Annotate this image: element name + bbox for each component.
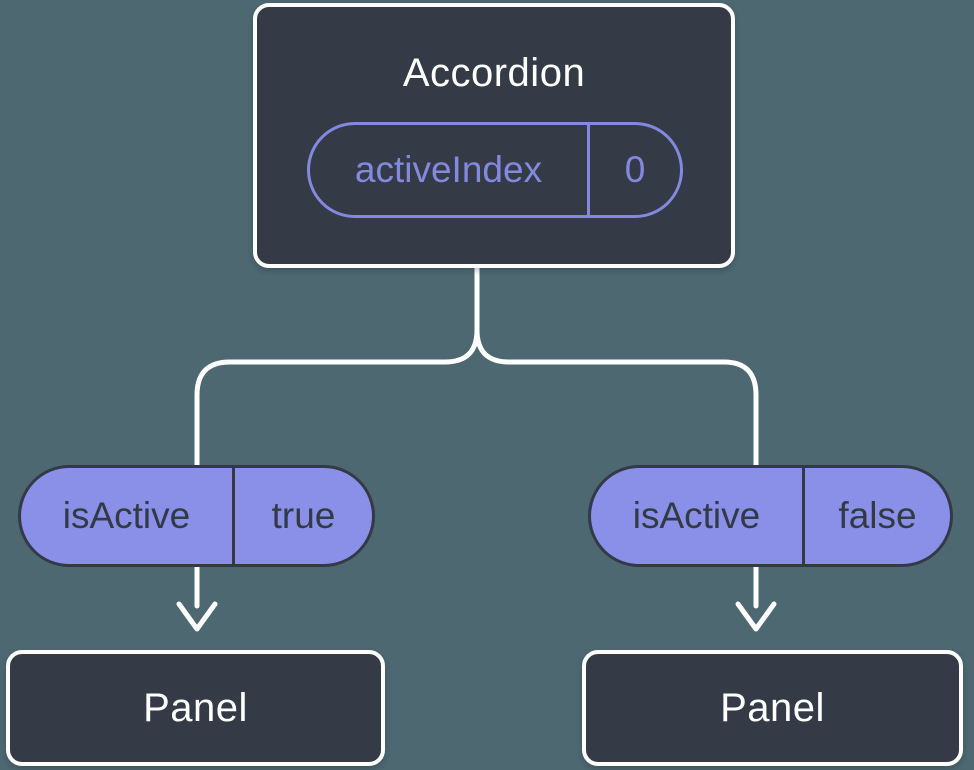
prop-value-label: true xyxy=(271,495,336,536)
active-index-state-pill: activeIndex 0 xyxy=(307,122,683,218)
is-active-false-pill: isActive false xyxy=(588,465,953,567)
prop-value-label: false xyxy=(838,495,917,536)
prop-name-label: isActive xyxy=(62,495,191,536)
accordion-node: Accordion activeIndex 0 xyxy=(253,3,735,268)
panel-node-left: Panel xyxy=(6,650,385,766)
accordion-node-title: Accordion xyxy=(402,51,586,95)
pill-divider xyxy=(802,468,805,564)
prop-name-label: isActive xyxy=(632,495,761,536)
state-value-label: 0 xyxy=(624,149,646,190)
state-name-label: activeIndex xyxy=(354,149,543,190)
branch-right-line xyxy=(474,265,759,609)
panel-node-title: Panel xyxy=(720,685,825,730)
left-arrowhead-icon xyxy=(176,601,218,632)
branch-left-line xyxy=(194,265,480,609)
panel-node-right: Panel xyxy=(582,650,963,766)
pill-divider xyxy=(587,125,590,215)
panel-node-title: Panel xyxy=(143,685,248,730)
right-arrowhead-icon xyxy=(735,601,777,632)
pill-divider xyxy=(232,468,235,564)
is-active-true-pill: isActive true xyxy=(18,465,375,567)
